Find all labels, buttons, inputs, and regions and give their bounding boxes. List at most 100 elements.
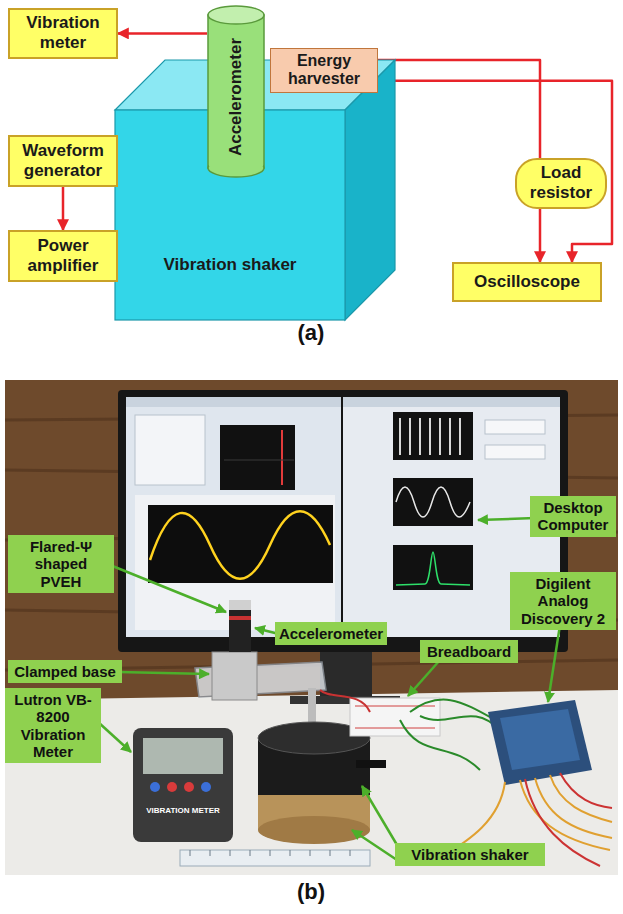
callout-text: Clamped base	[14, 663, 116, 680]
callout-text: Accelerometer	[279, 625, 383, 642]
instrument-box: Oscilloscope	[452, 262, 602, 302]
monitor-part	[148, 505, 333, 583]
callout-text: Lutron VB-8200 Vibration Meter	[10, 691, 96, 760]
panel-label: (a)	[281, 320, 341, 346]
monitor-part	[400, 418, 460, 455]
callout-tag: Flared-Ψ shaped PVEH	[8, 535, 114, 593]
harvester-assembly-part	[212, 652, 257, 700]
monitor-part	[224, 460, 294, 461]
cube-front	[115, 110, 345, 320]
vibration-meter-device-part	[167, 782, 177, 792]
leader-arrows-part	[408, 660, 440, 696]
vibration-meter-device-part	[201, 782, 211, 792]
monitor-part	[150, 511, 330, 579]
photo-background-part	[5, 380, 618, 700]
harvester-assembly-part	[229, 600, 251, 652]
cube-side	[345, 60, 395, 320]
monitor-part	[396, 487, 470, 517]
monitor-part	[135, 495, 335, 630]
analog-discovery-device-part	[500, 709, 580, 770]
callout-tag: Breadboard	[420, 640, 518, 663]
instrument-box: Waveform generator	[8, 135, 118, 187]
harvester-assembly-part	[229, 616, 251, 620]
monitor-part	[126, 397, 341, 407]
monitor-part	[126, 397, 341, 637]
instrument-box: Vibration meter	[8, 8, 118, 59]
monitor-part	[396, 552, 470, 585]
vibration-meter-device	[133, 728, 233, 842]
leader-arrows-part	[110, 565, 226, 612]
accelerometer-cylinder: Accelerometer	[207, 5, 265, 178]
leader-arrows-part	[118, 672, 209, 674]
cylinder-fill	[209, 15, 263, 166]
node-text: Vibration shaker	[164, 255, 297, 275]
signal-connector	[62, 187, 65, 230]
vibration-meter-device-part	[184, 782, 194, 792]
vibration-meter-device-part	[150, 782, 160, 792]
monitor-part	[393, 478, 473, 526]
node-text: Waveform generator	[15, 141, 111, 182]
harvester-assembly-part	[229, 600, 251, 610]
harvester-assembly	[195, 600, 326, 740]
monitor-part	[220, 425, 295, 490]
callout-text: Desktop Computer	[535, 499, 611, 534]
callout-text: Vibration shaker	[411, 846, 528, 863]
resistor-box: Load resistor	[515, 158, 607, 209]
text-holder: Accelerometer	[207, 25, 265, 168]
leader-arrows-part	[98, 722, 131, 752]
photo-background-part	[5, 380, 618, 875]
signal-connector	[118, 32, 207, 35]
monitor-part	[393, 412, 473, 460]
callout-tag: Clamped base	[8, 660, 122, 683]
node-text: Power amplifier	[15, 236, 111, 277]
device-text: VIBRATION METER	[140, 806, 226, 815]
leader-arrows-part	[352, 830, 400, 862]
photo-background	[5, 380, 618, 875]
callout-tag: Vibration shaker	[395, 843, 545, 866]
vibration-meter-device-part	[143, 738, 223, 774]
breadboard-part	[320, 690, 370, 712]
shaker-body	[258, 722, 386, 844]
shaker-body-part	[356, 760, 386, 768]
ruler	[180, 850, 370, 866]
node-text: Accelerometer	[226, 37, 246, 155]
breadboard-part	[400, 700, 500, 770]
analog-discovery-device	[440, 700, 612, 866]
node-text: Oscilloscope	[474, 272, 580, 292]
callout-tag: Lutron VB-8200 Vibration Meter	[5, 688, 101, 763]
monitor-part	[485, 420, 545, 434]
vibration-meter-device-part	[133, 728, 233, 842]
ruler-part	[180, 850, 370, 866]
monitor-part	[343, 397, 560, 407]
callout-tag: Accelerometer	[275, 622, 387, 645]
cylinder-top	[208, 6, 264, 24]
monitor-part	[485, 445, 545, 459]
node-text: Energy harvester	[276, 52, 372, 89]
cylinder-body	[208, 15, 264, 168]
leader-arrows	[98, 518, 560, 862]
node-text: Load resistor	[523, 163, 599, 204]
harvester-box: Energy harvester	[270, 48, 378, 93]
callout-text: Flared-Ψ shaped PVEH	[13, 538, 109, 590]
ruler-part	[190, 850, 350, 856]
callout-text: Digilent Analog Discovery 2	[515, 575, 611, 627]
monitor	[118, 390, 568, 704]
node-text: Vibration meter	[15, 13, 111, 54]
signal-connector	[378, 60, 540, 158]
monitor-part	[118, 390, 568, 652]
callout-text: Breadboard	[427, 643, 511, 660]
signal-connector	[378, 81, 612, 262]
callout-tag: Desktop Computer	[530, 496, 616, 537]
instrument-box: Power amplifier	[8, 230, 118, 282]
signal-connector	[539, 209, 542, 262]
leader-arrows-part	[548, 625, 560, 702]
text-holder: Vibration shaker	[115, 230, 345, 300]
monitor-part	[393, 545, 473, 590]
monitor-part	[135, 415, 205, 485]
callout-tag: Digilent Analog Discovery 2	[510, 572, 616, 630]
breadboard	[320, 690, 500, 770]
leader-arrows-part	[478, 518, 535, 520]
monitor-part	[281, 430, 283, 485]
analog-discovery-device-part	[488, 700, 592, 785]
